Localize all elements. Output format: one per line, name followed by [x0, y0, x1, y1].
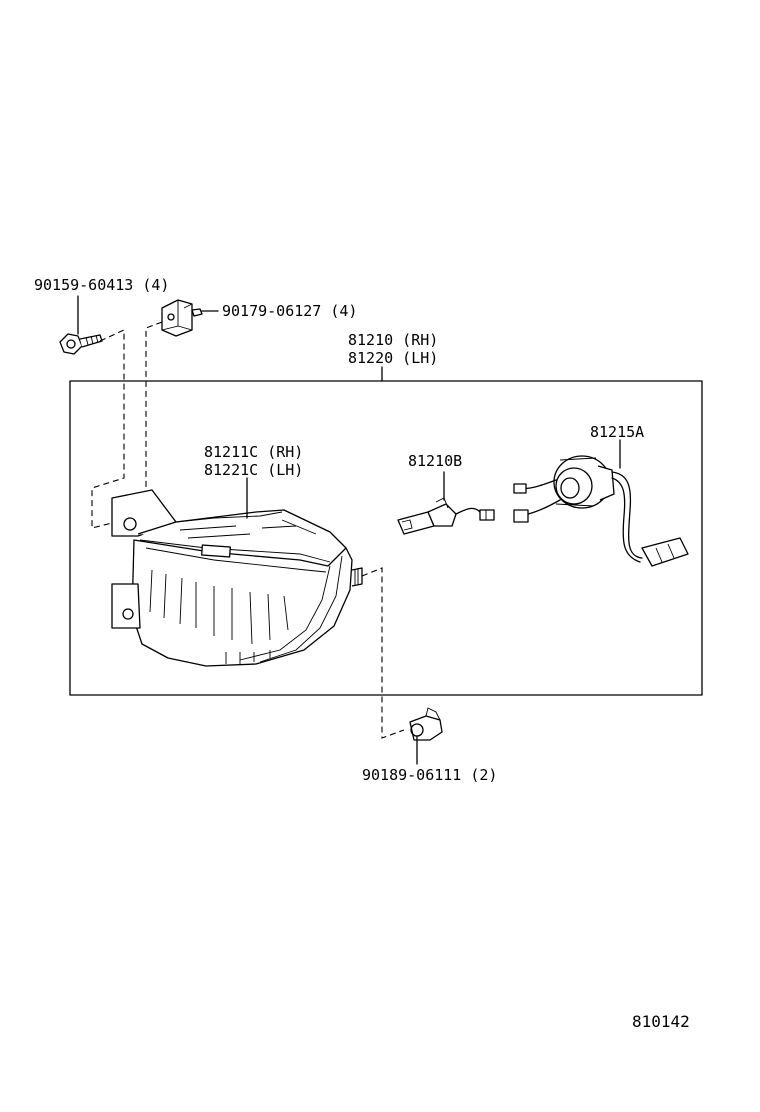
- label-bulb: 81210B: [408, 452, 462, 470]
- label-socket: 81215A: [590, 423, 644, 441]
- label-nut: 90179-06127 (4): [222, 302, 357, 320]
- fog-lamp-housing: [111, 489, 363, 667]
- assembly-frame: [69, 380, 703, 696]
- screw-part: [59, 333, 103, 355]
- label-screw: 90159-60413 (4): [34, 276, 169, 294]
- dashed-alignment-lines: [91, 321, 405, 739]
- nut-part: [161, 299, 203, 337]
- label-clip: 90189-06111 (2): [362, 766, 497, 784]
- figure-number: 810142: [632, 1012, 690, 1031]
- bulb-part: [397, 497, 495, 535]
- label-assembly-lh: 81220 (LH): [348, 349, 438, 367]
- clip-part: [409, 707, 443, 741]
- label-lens-lh: 81221C (LH): [204, 461, 303, 479]
- label-assembly-rh: 81210 (RH): [348, 331, 438, 349]
- socket-part: [513, 455, 689, 567]
- label-lens-rh: 81211C (RH): [204, 443, 303, 461]
